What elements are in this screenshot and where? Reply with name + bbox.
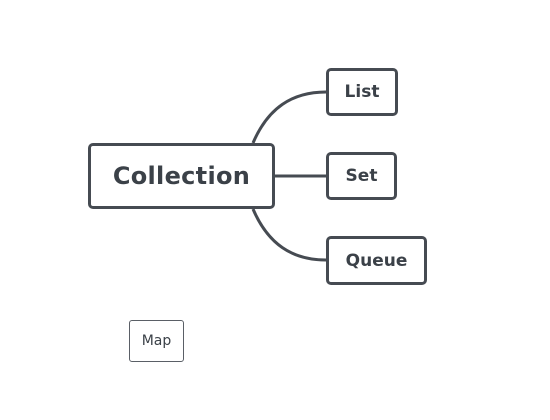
- child-node-queue[interactable]: Queue: [326, 236, 427, 285]
- child-node-list[interactable]: List: [326, 68, 398, 116]
- child-node-label: List: [344, 82, 380, 102]
- floating-node-label: Map: [141, 333, 172, 349]
- connector-root-to-list: [251, 90, 327, 144]
- child-node-set[interactable]: Set: [326, 152, 397, 200]
- child-node-label: Queue: [345, 250, 408, 271]
- connector-root-to-queue: [251, 208, 327, 262]
- root-node-label: Collection: [112, 162, 251, 190]
- floating-node-map[interactable]: Map: [129, 320, 184, 362]
- child-node-label: Set: [345, 166, 378, 186]
- root-node-collection[interactable]: Collection: [88, 143, 275, 209]
